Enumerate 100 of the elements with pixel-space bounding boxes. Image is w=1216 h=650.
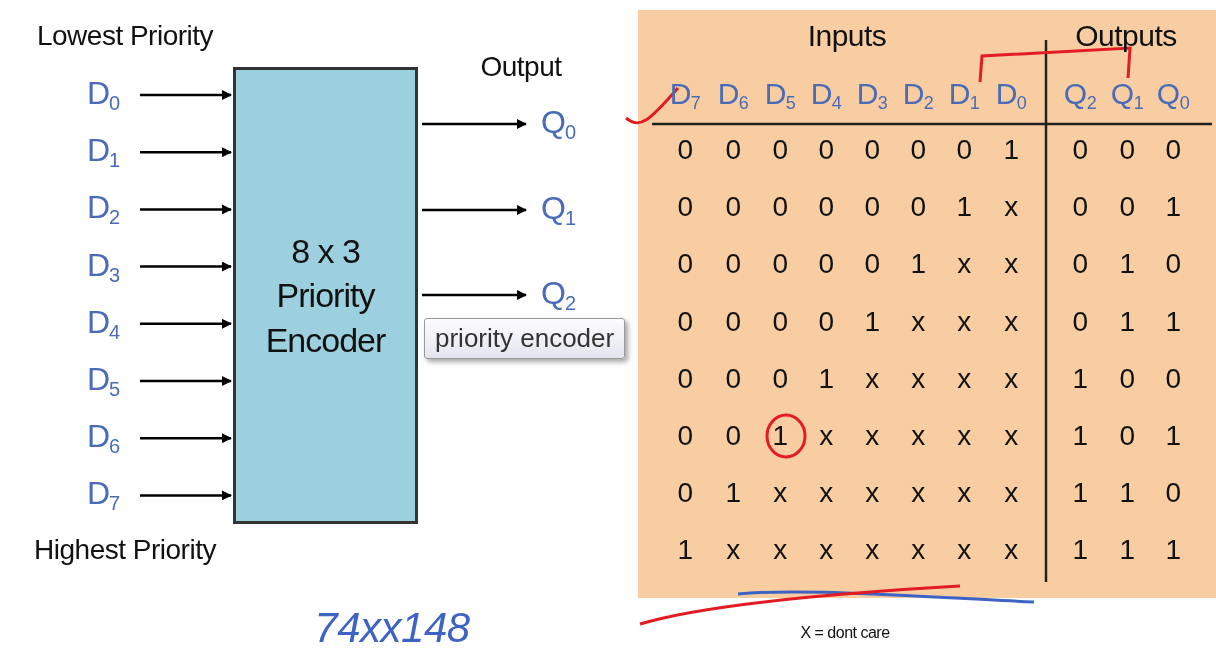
output-pin-label: Q$_{2}$ [528,273,588,317]
table-cell: 0 [1165,363,1181,395]
column-header: D$_{7}$ [669,76,701,114]
table-cell: 0 [1072,306,1088,338]
table-cell: 1 [1072,420,1088,452]
table-cell: 0 [1165,134,1181,166]
table-cell: 0 [772,191,788,223]
table-cell: 0 [818,306,834,338]
footnote: X = dont care [800,624,890,642]
column-header: D$_{5}$ [764,76,796,114]
table-cell: 0 [725,420,741,452]
table-cell: 0 [864,134,880,166]
table-cell: 0 [772,363,788,395]
table-cell: 0 [677,191,693,223]
arrow [140,433,232,444]
column-group-heading: Outputs [1075,19,1177,53]
table-cell: 0 [910,191,926,223]
table-cell: x [865,534,879,566]
table-cell: 0 [772,306,788,338]
table-cell: 0 [910,134,926,166]
table-cell: 0 [1119,420,1135,452]
block-label: 8 x 3 Priority Encoder [264,231,387,361]
table-cell: 1 [1165,420,1181,452]
table-cell: 1 [1072,534,1088,566]
table-cell: 1 [1165,191,1181,223]
table-cell: x [957,420,971,452]
table-cell: 0 [772,134,788,166]
table-cell: 0 [725,134,741,166]
table-cell: x [911,363,925,395]
priority-note: Highest Priority [34,534,216,566]
arrow [140,261,232,272]
table-cell: 0 [725,248,741,280]
input-pin-label: D$_{0}$ [70,73,136,117]
column-header: D$_{3}$ [856,76,888,114]
priority-note: Lowest Priority [36,20,214,52]
input-pin-label: D$_{3}$ [70,244,136,289]
table-cell: 0 [1165,248,1181,280]
table-cell: 0 [818,248,834,280]
column-header: Q$_{0}$ [1156,76,1190,114]
table-cell: 1 [910,248,926,280]
table-cell: 0 [1119,363,1135,395]
table-cell: 1 [1165,306,1181,338]
table-cell: 1 [864,306,880,338]
column-header: D$_{2}$ [902,76,934,114]
column-header: Q$_{1}$ [1110,76,1144,114]
handwritten-note: 74xx148 [314,604,470,650]
table-cell: x [819,477,833,509]
table-cell: x [957,306,971,338]
table-cell: x [911,306,925,338]
column-header: Q$_{2}$ [1063,76,1097,114]
input-pin-label: D$_{5}$ [70,359,136,403]
tooltip: priority encoder [424,318,626,359]
column-header: D$_{1}$ [948,76,980,114]
encoder-block [233,67,418,524]
table-cell: 1 [1119,477,1135,509]
table-cell: x [865,420,879,452]
arrow [140,318,232,329]
table-cell: x [773,477,787,509]
table-cell: x [1004,420,1018,452]
table-cell: 1 [1003,134,1019,166]
arrow [140,204,232,215]
table-cell: x [957,477,971,509]
arrow [140,147,232,158]
arrow [422,119,527,129]
table-cell: 0 [864,248,880,280]
arrow [422,205,527,215]
table-cell: 0 [677,477,693,509]
table-cell: x [865,363,879,395]
table-cell: 0 [818,134,834,166]
table-cell: 0 [1072,134,1088,166]
table-cell: x [957,534,971,566]
table-cell: 1 [1072,477,1088,509]
table-cell: x [865,477,879,509]
table-cell: 0 [1072,248,1088,280]
table-cell: x [957,248,971,280]
table-cell: 0 [677,134,693,166]
table-cell: x [819,534,833,566]
table-cell: 0 [772,248,788,280]
table-cell: 0 [677,306,693,338]
table-cell: 1 [1165,534,1181,566]
table-cell: 1 [677,534,693,566]
table-cell: x [1004,534,1018,566]
input-pin-label: D$_{7}$ [70,473,136,518]
table-cell: 0 [677,363,693,395]
table-cell: x [819,420,833,452]
table-cell: x [1004,477,1018,509]
arrow [140,90,232,100]
table-cell: 1 [818,363,834,395]
column-header: D$_{6}$ [717,76,749,114]
table-cell: x [1004,248,1018,280]
table-cell: 1 [772,420,788,452]
table-cell: 0 [677,248,693,280]
table-cell: 1 [1119,534,1135,566]
table-cell: 0 [956,134,972,166]
arrow [140,376,232,386]
table-cell: x [1004,306,1018,338]
table-cell: 1 [725,477,741,509]
input-pin-label: D$_{4}$ [70,301,136,346]
table-cell: x [911,534,925,566]
table-cell: 0 [725,191,741,223]
